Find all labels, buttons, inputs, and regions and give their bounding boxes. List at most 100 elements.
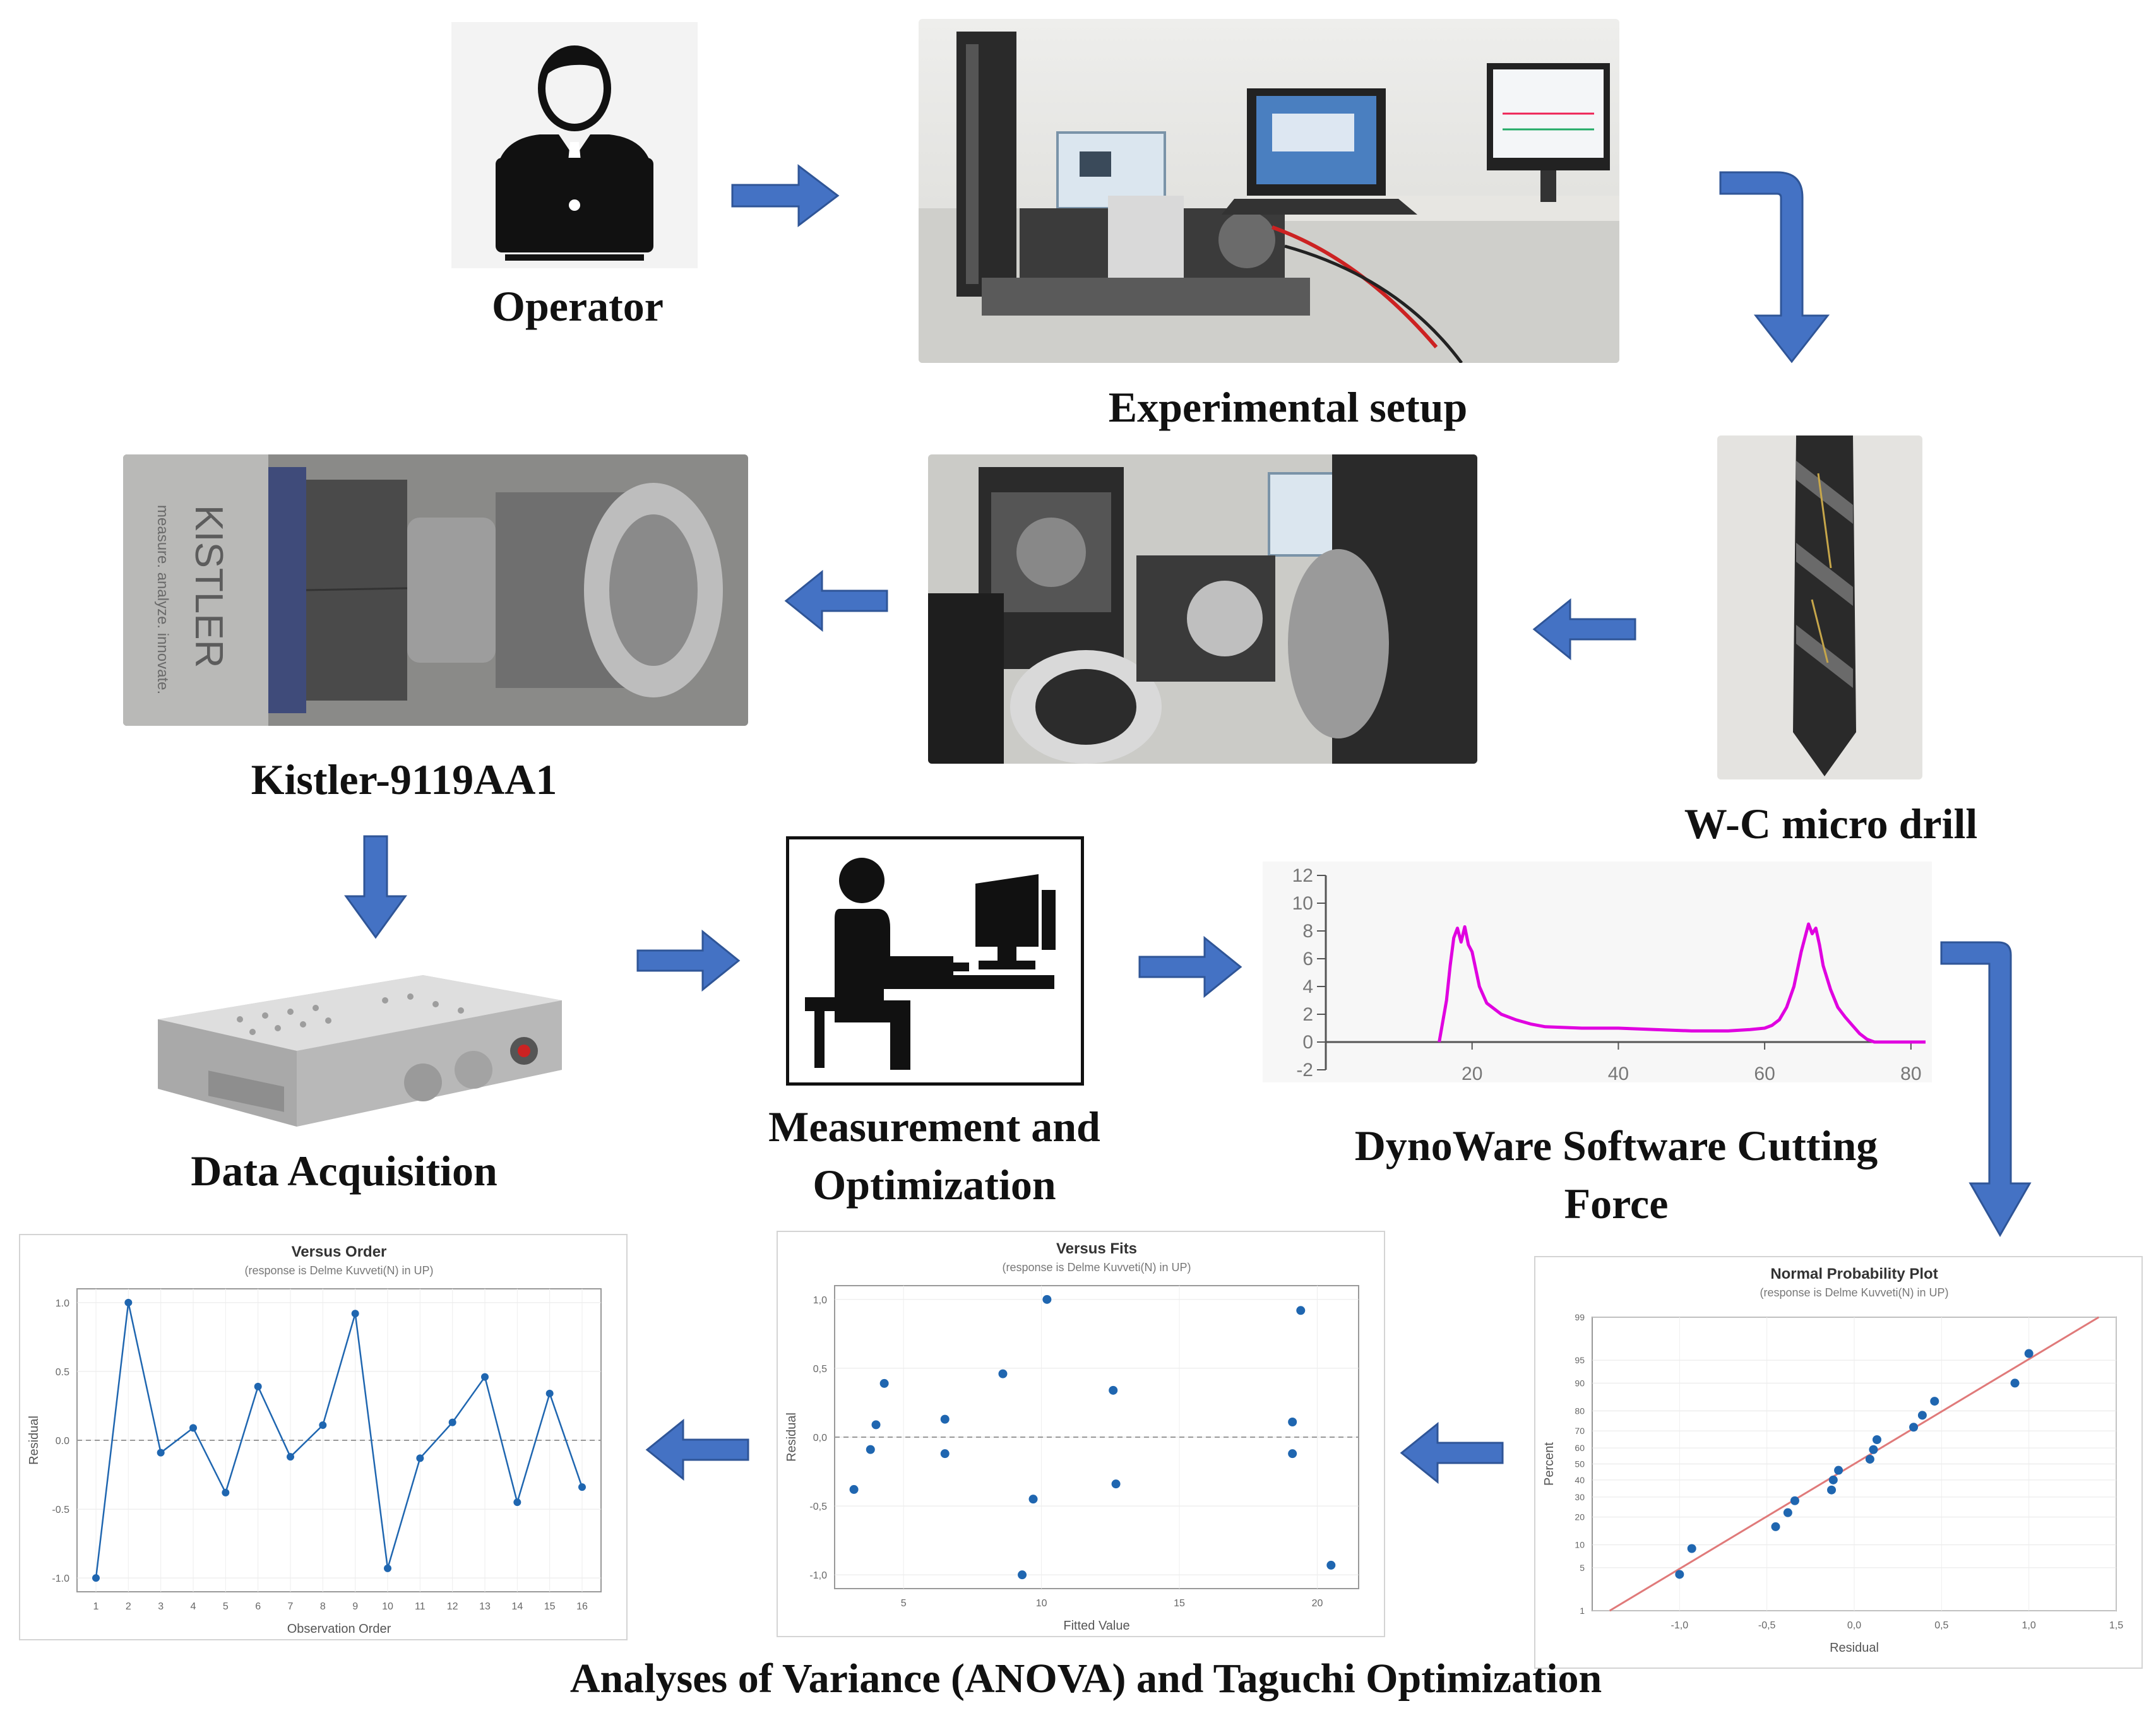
normal-y-label: Percent bbox=[1542, 1442, 1556, 1486]
normal-point bbox=[2024, 1349, 2034, 1358]
normal-y-tick-label: 40 bbox=[1575, 1475, 1585, 1485]
arrow-right-1 bbox=[731, 163, 840, 228]
order-point bbox=[384, 1564, 391, 1572]
kistler-closeup-photo: KISTLER measure. analyze. innovate. bbox=[123, 454, 748, 726]
force-y-tick-label: 6 bbox=[1302, 949, 1313, 969]
normal-point bbox=[1675, 1570, 1684, 1579]
data-acquisition-device bbox=[145, 963, 575, 1133]
normal-x-tick-label: 0,5 bbox=[1934, 1620, 1948, 1631]
order-x-tick-label: 6 bbox=[255, 1601, 261, 1612]
order-y-tick-label: 1.0 bbox=[56, 1298, 69, 1309]
order-point bbox=[124, 1298, 133, 1306]
order-x-tick-label: 7 bbox=[288, 1601, 294, 1612]
arrow-left-4 bbox=[1400, 1421, 1504, 1484]
dynoware-label: DynoWare Software Cutting Force bbox=[1301, 1117, 1932, 1233]
arrow-bend-down-2 bbox=[1940, 941, 2032, 1238]
order-y-tick-label: -1.0 bbox=[52, 1573, 69, 1584]
kistler-label: Kistler-9119AA1 bbox=[251, 755, 557, 803]
normal-x-tick-label: 1,5 bbox=[2109, 1620, 2123, 1631]
order-x-tick-label: 2 bbox=[126, 1601, 131, 1612]
fits-point bbox=[1042, 1294, 1052, 1304]
normal-point bbox=[1771, 1522, 1780, 1531]
force-y-tick-label: -2 bbox=[1296, 1060, 1313, 1081]
order-point bbox=[448, 1418, 456, 1426]
force-y-tick-label: 2 bbox=[1302, 1004, 1313, 1025]
operator-icon-box bbox=[451, 22, 698, 268]
order-x-tick-label: 14 bbox=[511, 1601, 523, 1612]
normal-point bbox=[1687, 1544, 1696, 1553]
order-x-tick-label: 5 bbox=[223, 1601, 229, 1612]
versus-fits-panel: Versus Fits (response is Delme Kuvveti(N)… bbox=[777, 1231, 1385, 1637]
fits-subtitle: (response is Delme Kuvveti(N) in UP) bbox=[1002, 1261, 1191, 1274]
arrow-left-3 bbox=[645, 1418, 749, 1481]
normal-y-tick-label: 30 bbox=[1575, 1492, 1585, 1502]
order-series-line bbox=[95, 1302, 583, 1579]
operator-label: Operator bbox=[492, 282, 664, 330]
force-y-tick-label: 10 bbox=[1292, 893, 1313, 914]
normal-y-tick-label: 5 bbox=[1580, 1563, 1585, 1573]
fits-x-label: Fitted Value bbox=[1063, 1619, 1129, 1633]
fits-point bbox=[866, 1445, 875, 1454]
order-subtitle: (response is Delme Kuvveti(N) in UP) bbox=[244, 1264, 433, 1277]
measurement-icon-box bbox=[786, 836, 1084, 1086]
person-computer-icon bbox=[805, 858, 1056, 1070]
fits-x-tick-label: 5 bbox=[901, 1598, 907, 1609]
measurement-label: Measurement and Optimization bbox=[726, 1098, 1143, 1214]
order-x-tick-label: 10 bbox=[382, 1601, 393, 1612]
arrow-right-2 bbox=[636, 929, 741, 992]
dynoware-label-line1: DynoWare Software Cutting bbox=[1354, 1122, 1878, 1170]
normal-probability-chart-svg: Normal Probability Plot(response is Delm… bbox=[1542, 1265, 2123, 1655]
normal-x-tick-label: -1,0 bbox=[1671, 1620, 1689, 1631]
normal-y-tick-label: 20 bbox=[1575, 1512, 1585, 1522]
versus-fits-chart-svg: Versus Fits (response is Delme Kuvveti(N)… bbox=[785, 1240, 1359, 1633]
fits-point bbox=[1326, 1560, 1336, 1570]
force-trace-line bbox=[1438, 922, 1926, 1044]
order-point bbox=[351, 1310, 359, 1318]
fits-x-tick-label: 10 bbox=[1036, 1598, 1047, 1609]
normal-x-tick-label: -0,5 bbox=[1758, 1620, 1776, 1631]
order-point bbox=[222, 1488, 230, 1496]
order-point bbox=[481, 1373, 489, 1381]
machine-closeup-photo bbox=[928, 454, 1477, 764]
data-acquisition-label: Data Acquisition bbox=[191, 1147, 497, 1195]
fits-y-tick-label: 0,0 bbox=[813, 1433, 827, 1443]
fits-point bbox=[1288, 1449, 1297, 1459]
order-point bbox=[578, 1483, 586, 1491]
order-x-label: Observation Order bbox=[287, 1622, 391, 1636]
fits-x-tick-label: 20 bbox=[1312, 1598, 1323, 1609]
kistler-tagline-text: measure. analyze. innovate. bbox=[154, 505, 171, 694]
order-x-tick-label: 12 bbox=[447, 1601, 458, 1612]
normal-reference-line bbox=[1609, 1316, 2100, 1612]
fits-point bbox=[940, 1414, 950, 1424]
versus-order-panel: Versus Order (response is Delme Kuvveti(N… bbox=[19, 1234, 628, 1640]
order-title: Versus Order bbox=[292, 1243, 387, 1260]
normal-point bbox=[1783, 1508, 1792, 1517]
normal-y-tick-label: 90 bbox=[1575, 1378, 1585, 1388]
fits-y-tick-label: 0,5 bbox=[813, 1364, 827, 1375]
normal-x-label: Residual bbox=[1830, 1641, 1879, 1655]
order-x-tick-label: 3 bbox=[158, 1601, 164, 1612]
normal-y-tick-label: 60 bbox=[1575, 1443, 1585, 1453]
order-point bbox=[92, 1574, 100, 1582]
force-x-tick-label: 60 bbox=[1754, 1063, 1775, 1082]
order-x-tick-label: 9 bbox=[352, 1601, 358, 1612]
order-point bbox=[416, 1454, 424, 1462]
normal-y-tick-label: 95 bbox=[1575, 1355, 1585, 1365]
force-y-tick-label: 8 bbox=[1302, 921, 1313, 942]
fits-point bbox=[1288, 1418, 1297, 1426]
order-point bbox=[513, 1498, 521, 1507]
fits-point bbox=[871, 1420, 881, 1430]
fits-point bbox=[998, 1369, 1008, 1378]
fits-y-tick-label: -0,5 bbox=[809, 1502, 827, 1512]
normal-point bbox=[1827, 1485, 1837, 1495]
fits-title: Versus Fits bbox=[1056, 1240, 1137, 1257]
force-y-tick-label: 0 bbox=[1302, 1032, 1313, 1053]
dynoware-label-line2: Force bbox=[1564, 1179, 1669, 1228]
normal-y-tick-label: 80 bbox=[1575, 1406, 1585, 1416]
order-y-tick-label: -0.5 bbox=[52, 1505, 69, 1515]
order-x-tick-label: 11 bbox=[415, 1601, 426, 1612]
order-point bbox=[254, 1382, 262, 1390]
normal-y-tick-label: 10 bbox=[1575, 1540, 1585, 1550]
kistler-brand-text: KISTLER bbox=[187, 505, 230, 668]
normal-title: Normal Probability Plot bbox=[1770, 1265, 1938, 1283]
